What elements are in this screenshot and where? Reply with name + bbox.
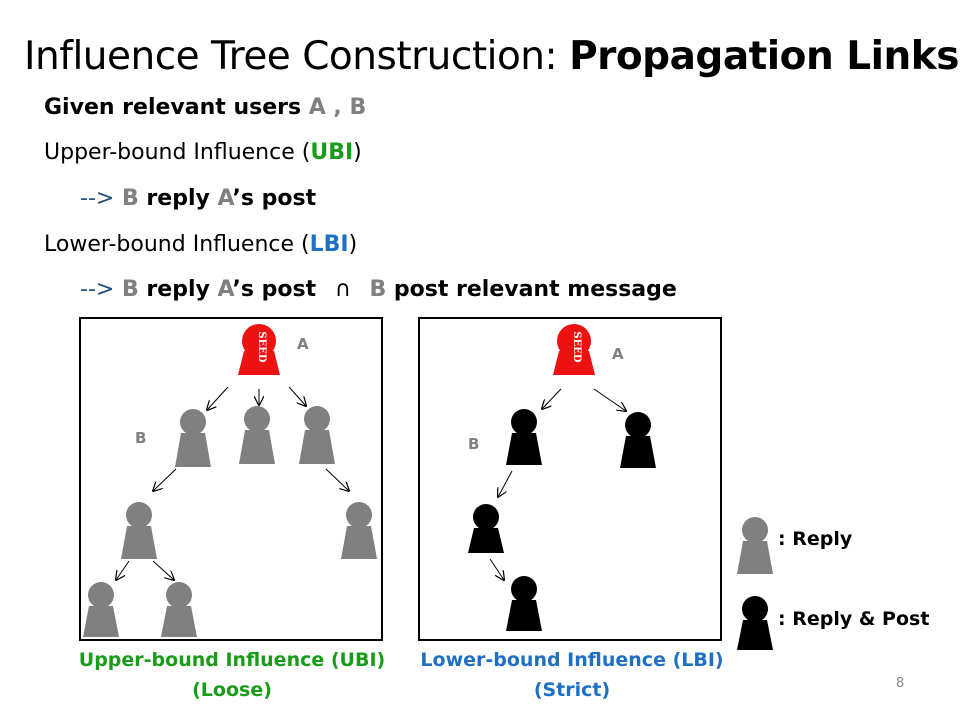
ubi-tree-panel: SEED A B [79,317,383,641]
propagation-link [593,388,626,411]
reply-user-icon [161,582,197,637]
propagation-link [153,468,177,491]
reply-legend-icon [737,517,773,574]
propagation-link [325,468,349,491]
seed-user-icon: SEED [238,324,280,375]
intersection-symbol: ∩ [334,277,351,302]
ubi-caption: Upper-bound Influence (UBI) (Loose) [78,649,386,701]
label-a: A [612,345,624,363]
page-number: 8 [896,676,905,691]
reply-post-user-icon [506,409,542,465]
legend-icons [737,517,773,650]
reply-post-user-icon [506,576,542,631]
propagation-link [498,470,513,497]
slide-title: Influence Tree Construction: Propagation… [24,34,959,79]
reply-user-icon [239,406,275,464]
svg-text:SEED: SEED [256,331,267,362]
propagation-link [288,386,306,406]
seed-user-icon: SEED [553,324,595,375]
propagation-link [152,560,174,580]
reply-post-legend-icon [737,596,773,650]
lbi-rule: --> B reply A’s post ∩ B post relevant m… [80,277,677,302]
label-b: B [468,435,479,453]
label-b: B [135,429,146,447]
svg-text:SEED: SEED [571,331,582,362]
propagation-link [116,560,130,580]
reply-user-icon [175,409,211,467]
legend-reply-post-label: : Reply & Post [778,608,930,630]
lbi-caption: Lower-bound Influence (LBI) (Strict) [420,649,724,701]
propagation-link [489,558,504,580]
legend-reply-label: : Reply [778,528,853,550]
label-a: A [297,335,309,353]
reply-post-user-icon [468,504,504,553]
ubi-rule: --> B reply A’s post [80,186,317,211]
propagation-link [542,388,562,409]
reply-user-icon [299,406,335,464]
propagation-link [207,386,229,410]
reply-user-icon [121,502,157,559]
ubi-definition: Upper-bound Influence (UBI) [44,140,362,165]
reply-user-icon [341,502,377,559]
given-users-line: Given relevant users A , B [44,95,367,120]
lbi-tree-panel: SEED A B [418,317,722,641]
lbi-definition: Lower-bound Influence (LBI) [44,232,358,257]
reply-post-user-icon [620,412,656,468]
reply-user-icon [83,582,119,637]
